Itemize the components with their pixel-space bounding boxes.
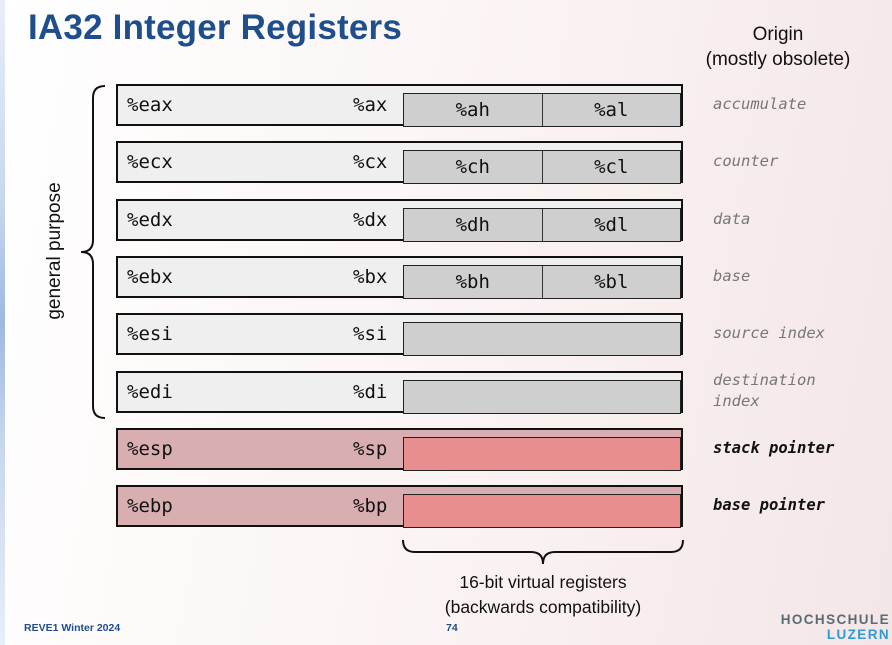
register-32bit-name: %edx (127, 209, 173, 231)
register-origin: source index (713, 323, 825, 344)
general-purpose-brace (80, 85, 106, 419)
register-origin-line: destination (713, 371, 816, 389)
register-row: %edi %di (116, 371, 683, 414)
caption-line-1: 16-bit virtual registers (459, 572, 627, 592)
register-32bit-name: %esp (127, 438, 173, 460)
register-16bit-box (403, 494, 681, 528)
register-16bit-box: %bh %bl (403, 265, 681, 299)
register-low-byte: %bl (541, 266, 681, 298)
register-row: %ebx %bx %bh %bl (116, 256, 683, 299)
register-origin-line: data (713, 209, 751, 228)
register-high-byte: %dh (455, 214, 490, 236)
register-32bit-name: %ebp (127, 495, 173, 517)
register-row: %edx %dx %dh %dl (116, 199, 683, 242)
origin-heading-line-2: (mostly obsolete) (705, 49, 851, 70)
register-16bit-name: %si (353, 323, 388, 345)
register-16bit-box (403, 380, 681, 414)
register-16bit-box: %ch %cl (403, 150, 681, 184)
register-origin-line: source index (713, 323, 825, 342)
general-purpose-label: general purpose (44, 182, 65, 320)
register-16bit-name: %cx (353, 151, 388, 173)
register-16bit-name: %bp (353, 495, 388, 517)
register-low-byte: %cl (541, 151, 681, 183)
slide-title: IA32 Integer Registers (28, 8, 402, 47)
register-origin-line: counter (713, 151, 779, 170)
register-32bit-name: %ecx (127, 151, 173, 173)
register-origin-line: base (713, 266, 751, 285)
logo-line-2: LUZERN (826, 627, 890, 642)
register-origin-line: base pointer (713, 495, 825, 514)
register-16bit-name: %di (353, 381, 388, 403)
register-32bit-name: %eax (127, 94, 173, 116)
register-origin: accumulate (713, 94, 806, 115)
register-origin: data (713, 209, 750, 230)
sixteen-bit-brace (402, 539, 684, 565)
register-16bit-box (403, 322, 681, 356)
register-row: %eax %ax %ah %al (116, 84, 683, 127)
register-origin-line: stack pointer (713, 438, 835, 457)
register-16bit-name: %bx (353, 266, 388, 288)
origin-heading-line-1: Origin (752, 24, 804, 45)
register-16bit-box (403, 437, 681, 471)
register-high-byte: %ch (455, 156, 490, 178)
register-low-byte: %al (541, 94, 681, 126)
logo-line-1: HOCHSCHULE (780, 612, 890, 627)
register-16bit-box: %ah %al (403, 93, 681, 127)
footer-course: REVE1 Winter 2024 (24, 622, 121, 634)
register-origin: stack pointer (713, 438, 834, 459)
footer-page-number: 74 (446, 622, 458, 634)
register-origin-line: accumulate (713, 94, 807, 113)
register-origin: base pointer (713, 495, 825, 516)
register-16bit-name: %sp (353, 438, 388, 460)
left-accent-stripe (0, 0, 5, 645)
register-low-byte: %dl (541, 209, 681, 241)
register-origin-line: index (713, 392, 760, 410)
register-origin: destination index (713, 370, 816, 412)
register-row: %esi %si (116, 313, 683, 356)
register-16bit-name: %ax (353, 94, 388, 116)
register-high-byte: %bh (455, 271, 490, 293)
register-32bit-name: %edi (127, 381, 173, 403)
register-origin: base (713, 266, 750, 287)
register-origin: counter (713, 151, 778, 172)
sixteen-bit-caption: 16-bit virtual registers (backwards comp… (403, 570, 683, 620)
origin-heading: Origin (mostly obsolete) (690, 22, 866, 72)
register-16bit-name: %dx (353, 209, 388, 231)
caption-line-2: (backwards compatibility) (444, 597, 642, 617)
register-row: %ecx %cx %ch %cl (116, 141, 683, 184)
university-logo: HOCHSCHULE LUZERN (781, 612, 890, 642)
register-row: %ebp %bp (116, 485, 683, 528)
register-high-byte: %ah (455, 99, 490, 121)
register-32bit-name: %ebx (127, 266, 173, 288)
register-row: %esp %sp (116, 428, 683, 471)
register-16bit-box: %dh %dl (403, 208, 681, 242)
register-32bit-name: %esi (127, 323, 173, 345)
